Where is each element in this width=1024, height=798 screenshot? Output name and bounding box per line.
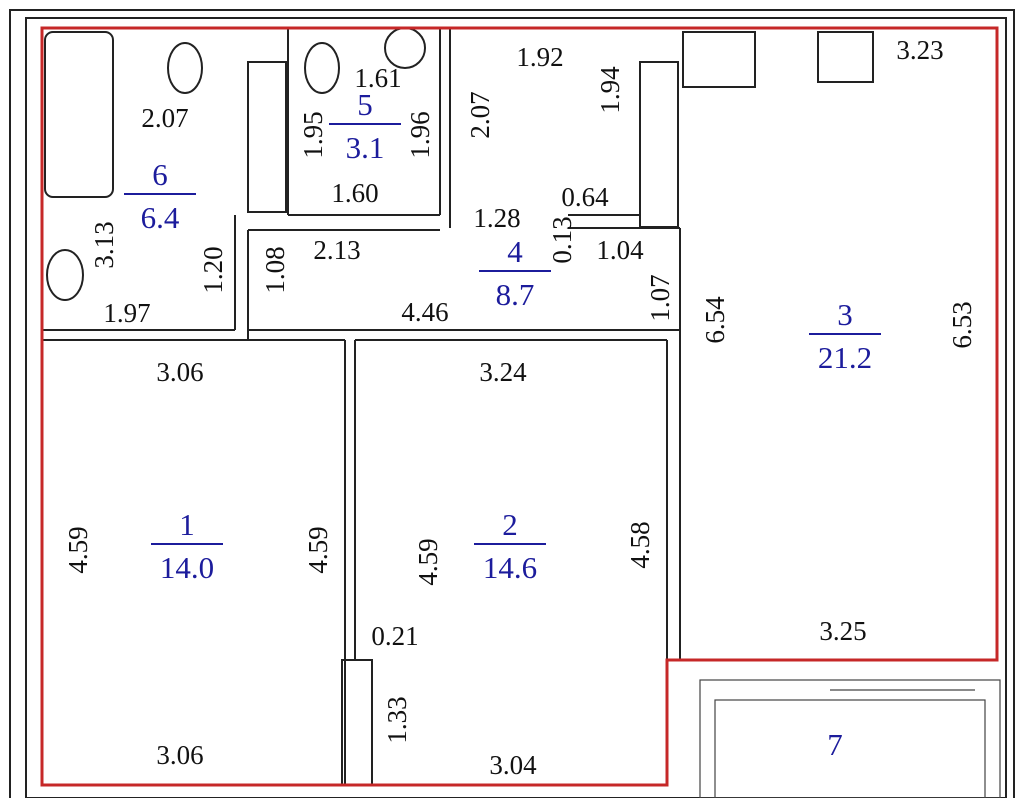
shelf-unit-icon (639, 61, 679, 228)
dimension-label: 3.25 (819, 616, 866, 646)
dimension-label: 6.53 (947, 301, 977, 348)
room-label-3: 321.2 (809, 297, 881, 375)
dimension-label: 1.28 (473, 203, 520, 233)
dimension-label: 1.94 (595, 66, 625, 114)
toilet-icon (167, 42, 203, 94)
room-number: 3 (837, 297, 853, 332)
dimension-label: 4.58 (625, 521, 655, 568)
dimension-label: 1.08 (260, 246, 290, 293)
dimension-label: 1.61 (354, 63, 401, 93)
dimension-label: 1.07 (645, 274, 675, 321)
room-label-1: 114.0 (151, 507, 223, 585)
dimension-label: 1.20 (198, 246, 228, 293)
dimension-label: 4.59 (413, 538, 443, 585)
dimension-label: 1.95 (298, 111, 328, 158)
dimension-label: 4.46 (401, 297, 448, 327)
dimension-label: 1.04 (596, 235, 644, 265)
dimension-label: 3.24 (479, 357, 527, 387)
room-area: 8.7 (496, 277, 535, 312)
room-number: 4 (507, 234, 523, 269)
toilet-icon (304, 42, 340, 94)
stove-icon (817, 31, 874, 83)
dimension-label: 3.06 (156, 357, 203, 387)
apartment-outline (40, 26, 999, 787)
shelf-unit-icon (247, 61, 287, 213)
walls (9, 9, 1015, 798)
dimension-label: 2.13 (313, 235, 360, 265)
dimension-label: 2.07 (141, 103, 188, 133)
kitchen-sink-icon (682, 31, 756, 88)
room-area: 14.6 (483, 550, 537, 585)
room-area: 14.0 (160, 550, 214, 585)
room-number: 6 (152, 157, 168, 192)
dimension-label: 4.59 (63, 526, 93, 573)
dimension-label: 3.13 (89, 221, 119, 268)
sink-icon (46, 249, 84, 301)
dimension-label: 1.60 (331, 178, 378, 208)
dimension-label: 1.33 (382, 696, 412, 743)
room-number: 5 (357, 87, 373, 122)
dimension-label: 1.96 (405, 111, 435, 158)
room-number: 7 (827, 727, 843, 762)
room-label-4: 48.7 (479, 234, 551, 312)
dimension-label: 1.92 (516, 42, 563, 72)
dimension-label: 0.64 (561, 182, 609, 212)
room-area: 21.2 (818, 340, 872, 375)
dimension-label: 0.13 (547, 216, 577, 263)
room-label-2: 214.6 (474, 507, 546, 585)
dimension-label: 2.07 (465, 91, 495, 138)
sink-icon (384, 27, 426, 69)
fixtures (44, 27, 874, 301)
dimension-label: 4.59 (303, 526, 333, 573)
room-label-5: 53.1 (329, 87, 401, 165)
room-area: 3.1 (346, 130, 385, 165)
dimension-label: 1.97 (103, 298, 150, 328)
room-number: 2 (502, 507, 518, 542)
room-label-6: 66.4 (124, 157, 196, 235)
dimension-label: 3.06 (156, 740, 203, 770)
dimension-label: 6.54 (700, 296, 730, 344)
room-area: 6.4 (141, 200, 180, 235)
room-number: 1 (179, 507, 195, 542)
bathtub-icon (44, 31, 114, 198)
dimension-label: 3.23 (896, 35, 943, 65)
dimension-label: 3.04 (489, 750, 537, 780)
dimension-label: 0.21 (371, 621, 418, 651)
room-label-7: 7 (827, 727, 843, 762)
